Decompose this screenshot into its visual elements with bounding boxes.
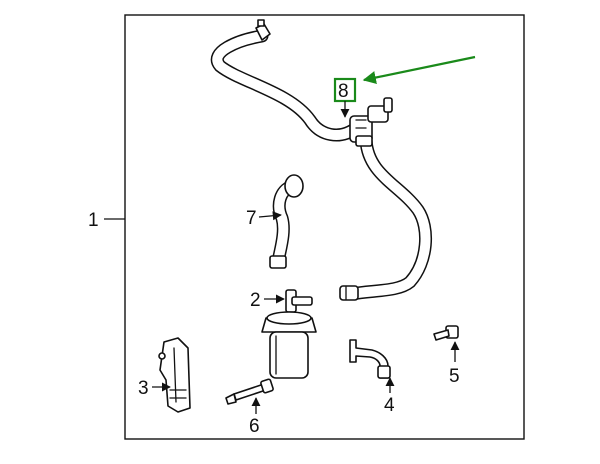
callout-1[interactable]: 1 xyxy=(88,210,125,231)
callout-2[interactable]: 2 xyxy=(250,290,285,311)
callout-7-label: 7 xyxy=(246,208,257,229)
part-7-elbow-hose xyxy=(269,174,304,269)
callout-5-label: 5 xyxy=(449,366,460,387)
callout-6-label: 6 xyxy=(249,416,260,437)
callout-8-label: 8 xyxy=(338,81,349,102)
callout-4[interactable]: 4 xyxy=(384,377,395,416)
callout-5[interactable]: 5 xyxy=(449,341,460,387)
callout-3[interactable]: 3 xyxy=(138,378,171,399)
assembly-frame xyxy=(124,14,525,440)
callout-2-label: 2 xyxy=(250,290,261,311)
callout-4-label: 4 xyxy=(384,395,395,416)
callout-7-leader xyxy=(258,211,282,221)
part-2-pump xyxy=(261,289,317,379)
part-4-clamp xyxy=(349,339,391,379)
callout-1-label: 1 xyxy=(88,210,99,231)
callout-7[interactable]: 7 xyxy=(246,208,282,229)
highlight-arrow xyxy=(362,55,476,85)
part-3-bracket xyxy=(158,337,191,413)
part-6-bolt xyxy=(225,378,274,405)
callout-6[interactable]: 6 xyxy=(249,397,261,437)
callout-8[interactable]: 8 xyxy=(333,55,476,118)
part-5-bolt xyxy=(433,325,459,341)
hose-assembly xyxy=(210,19,433,301)
callout-3-label: 3 xyxy=(138,378,149,399)
